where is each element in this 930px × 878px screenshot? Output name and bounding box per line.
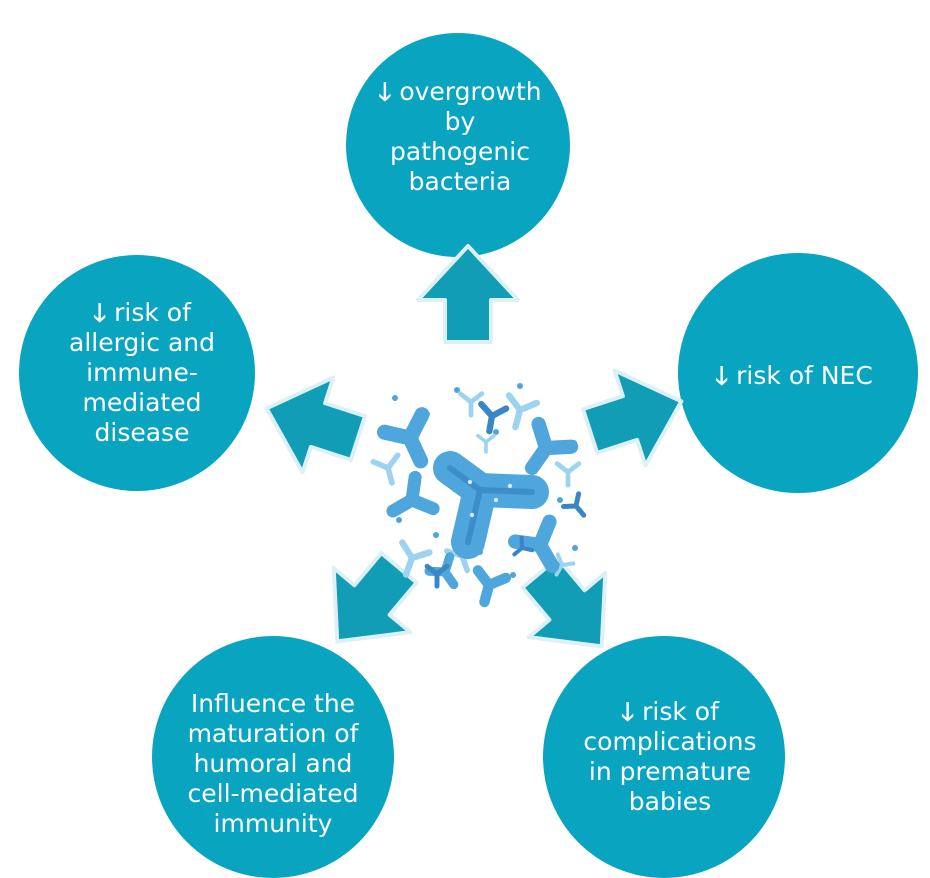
line-3: in premature: [588, 757, 752, 786]
node-text-bottom-left: Influence the maturation of humoral and …: [153, 674, 393, 854]
node-circle-top: [346, 33, 570, 257]
line-1: 🡓 risk of: [93, 298, 191, 327]
line-4: babies: [628, 787, 712, 816]
antibody-cluster-icon: [373, 383, 591, 606]
line-1: 🡓 risk of: [621, 697, 719, 726]
arrow-to-left: [264, 375, 368, 475]
line-3: pathogenic: [390, 137, 530, 166]
line-1: 🡓 overgrowth: [378, 77, 542, 106]
node-circle-bottom-left: [152, 636, 394, 878]
arrow-to-top: [416, 244, 520, 344]
node-text-left: 🡓 risk of allergic and immune- mediated …: [22, 278, 262, 468]
line-3: immune-: [86, 358, 198, 387]
line-4: cell-mediated: [187, 779, 359, 808]
node-circle-right: [678, 253, 918, 493]
arrow-to-bottom-right: [520, 556, 608, 649]
line-4: mediated: [82, 388, 202, 417]
line-2: maturation of: [187, 719, 359, 748]
down-arrow-icon: 🡓: [715, 361, 729, 390]
line-2: complications: [583, 727, 757, 756]
node-circle-left: [19, 255, 255, 491]
down-arrow-icon: 🡓: [621, 697, 635, 726]
line-5: disease: [94, 418, 190, 447]
node-text-top: 🡓 overgrowth by pathogenic bacteria: [340, 62, 580, 212]
line-1: Influence the: [190, 689, 356, 718]
node-text-right: 🡓 risk of NEC: [664, 336, 924, 416]
line-3: humoral and: [193, 749, 353, 778]
line-5: immunity: [213, 809, 333, 838]
line-2: by: [444, 107, 476, 136]
line-4: bacteria: [408, 167, 512, 196]
arrow-to-bottom-left: [331, 551, 419, 644]
down-arrow-icon: 🡓: [93, 298, 107, 327]
arrow-to-right: [580, 368, 684, 468]
down-arrow-icon: 🡓: [378, 77, 392, 106]
line-1: 🡓 risk of NEC: [715, 361, 873, 390]
node-circle-bottom-right: [543, 636, 785, 878]
node-text-bottom-right: 🡓 risk of complications in premature bab…: [540, 682, 800, 832]
line-2: allergic and: [69, 328, 215, 357]
